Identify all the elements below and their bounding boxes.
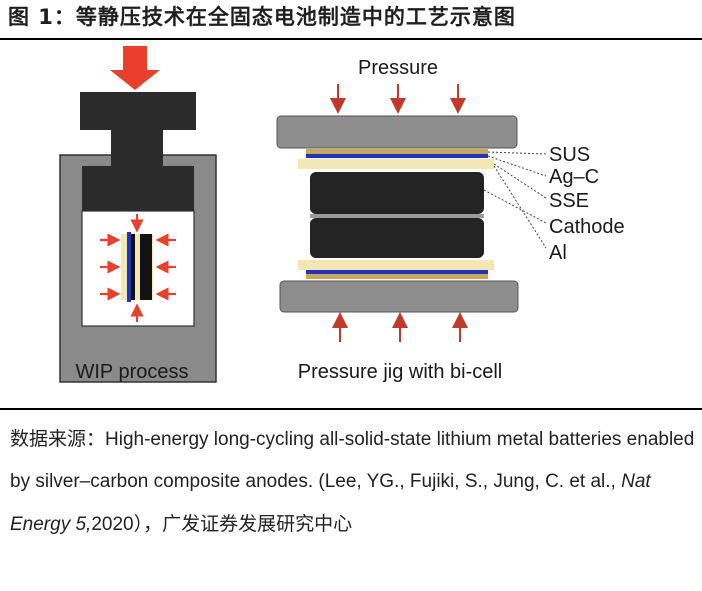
bottom-al-foil [298, 260, 494, 270]
jig-top-plate [276, 115, 518, 149]
plunger-top [80, 92, 196, 130]
bottom-pressure-arrows [332, 312, 468, 342]
label-al: Al [549, 242, 567, 264]
source-journal: Nat Energy 5, [10, 471, 651, 535]
top-pressure-arrows [330, 84, 466, 114]
big-pressure-arrow [110, 46, 160, 90]
figure-title: 图 1：等静压技术在全固态电池制造中的工艺示意图 [8, 5, 516, 29]
top-sus [306, 149, 488, 154]
jig-panel: Pressure Pressure jig with bi-cell [276, 57, 625, 383]
pressure-label: Pressure [358, 57, 438, 79]
source-note: 数据来源：High-energy long-cycling all-solid-… [10, 418, 695, 546]
cell-black-right [140, 234, 152, 300]
plunger-stem [111, 130, 163, 166]
plunger-base [82, 166, 194, 211]
upper-cell-block [310, 172, 484, 214]
label-sse: SSE [549, 190, 589, 212]
top-rule [0, 38, 702, 40]
middle-sse-gap [310, 214, 484, 218]
wip-caption: WIP process [76, 361, 189, 383]
top-al-foil [298, 159, 494, 169]
source-suffix: ），广发证券发展研究中心 [133, 513, 353, 535]
label-sus: SUS [549, 144, 590, 166]
isostatic-arrows [100, 214, 176, 322]
figure-diagram: WIP process Pressure Pressure [59, 46, 625, 383]
cell-black-left [131, 234, 135, 300]
source-label: 数据来源： [10, 428, 106, 450]
cell-blue-layer [127, 232, 131, 302]
top-agc [306, 154, 488, 158]
leader-lines [483, 151, 547, 249]
bottom-sus [306, 274, 488, 279]
source-year: 2020 [91, 514, 134, 535]
jig-bottom-plate [279, 280, 519, 313]
wip-panel: WIP process [59, 46, 217, 383]
bottom-rule [0, 408, 702, 410]
jig-caption: Pressure jig with bi-cell [298, 361, 503, 383]
lower-cell-block [310, 218, 484, 258]
label-cathode: Cathode [549, 216, 625, 238]
source-text: High-energy long-cycling all-solid-state… [10, 429, 695, 492]
label-agc: Ag–C [549, 166, 599, 188]
bottom-agc [306, 270, 488, 274]
